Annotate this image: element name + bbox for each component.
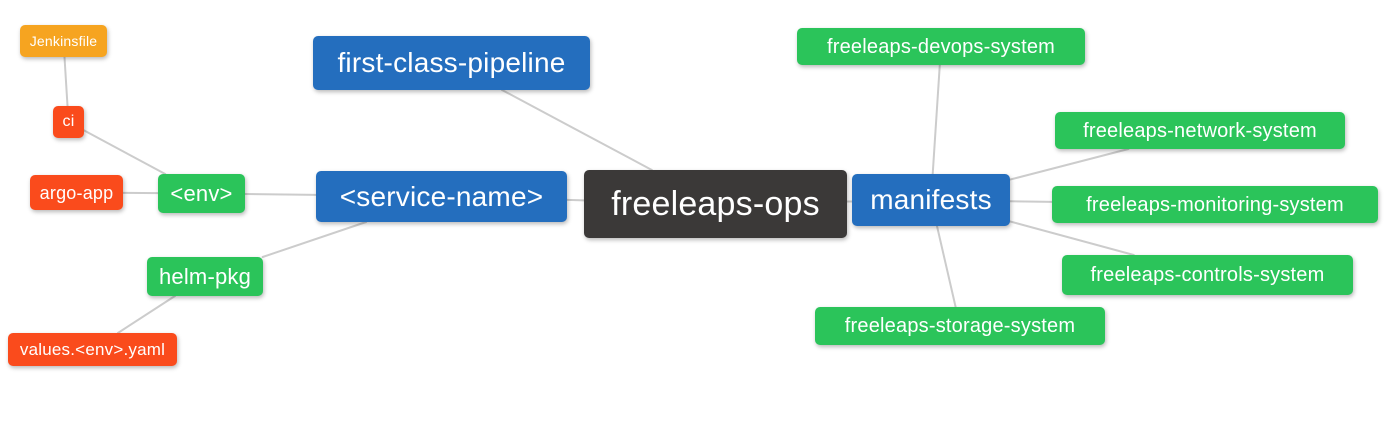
- node-values-env-yaml[interactable]: values.<env>.yaml: [8, 333, 177, 366]
- node-freeleaps-devops-system[interactable]: freeleaps-devops-system: [797, 28, 1085, 65]
- node-label: <service-name>: [339, 180, 544, 212]
- node-label: freeleaps-ops: [611, 185, 820, 223]
- node-label: argo-app: [39, 182, 114, 203]
- node-env[interactable]: <env>: [158, 174, 245, 213]
- edge-env--service-name: [244, 193, 317, 196]
- node-label: Jenkinsfile: [29, 33, 98, 49]
- edge-manifests--freeleaps-storage-system: [935, 225, 957, 308]
- edge-manifests--freeleaps-devops-system: [931, 64, 941, 175]
- node-label: ci: [62, 113, 75, 130]
- node-freeleaps-ops[interactable]: freeleaps-ops: [584, 170, 847, 238]
- node-helm-pkg[interactable]: helm-pkg: [147, 257, 263, 296]
- node-label: freeleaps-monitoring-system: [1086, 193, 1344, 216]
- node-label: manifests: [870, 184, 992, 215]
- node-freeleaps-network-system[interactable]: freeleaps-network-system: [1055, 112, 1345, 149]
- node-freeleaps-monitoring-system[interactable]: freeleaps-monitoring-system: [1052, 186, 1378, 223]
- node-label: freeleaps-controls-system: [1090, 264, 1325, 286]
- node-label: freeleaps-storage-system: [844, 315, 1076, 337]
- node-jenkinsfile[interactable]: Jenkinsfile: [20, 25, 107, 57]
- edge-helm-pkg--service-name: [261, 221, 368, 258]
- edge-manifests--freeleaps-monitoring-system: [1009, 200, 1053, 203]
- node-label: helm-pkg: [158, 263, 252, 289]
- edge-jenkinsfile--ci: [63, 56, 69, 107]
- edge-ci--env: [83, 129, 167, 175]
- node-service-name[interactable]: <service-name>: [316, 171, 567, 222]
- node-label: first-class-pipeline: [337, 47, 566, 78]
- node-ci[interactable]: ci: [53, 106, 84, 138]
- node-label: values.<env>.yaml: [19, 340, 166, 359]
- node-freeleaps-storage-system[interactable]: freeleaps-storage-system: [815, 307, 1105, 345]
- node-label: <env>: [170, 180, 233, 206]
- node-label: freeleaps-network-system: [1083, 119, 1317, 142]
- edge-first-class-pipeline--freeleaps-ops: [501, 89, 653, 171]
- edge-manifests--freeleaps-controls-system: [1009, 220, 1135, 256]
- node-argo-app[interactable]: argo-app: [30, 175, 123, 210]
- node-manifests[interactable]: manifests: [852, 174, 1010, 226]
- node-label: freeleaps-devops-system: [826, 35, 1056, 58]
- node-freeleaps-controls-system[interactable]: freeleaps-controls-system: [1062, 255, 1353, 295]
- node-first-class-pipeline[interactable]: first-class-pipeline: [313, 36, 590, 90]
- edge-values-env-yaml--helm-pkg: [116, 295, 176, 334]
- edge-manifests--freeleaps-network-system: [1009, 148, 1130, 181]
